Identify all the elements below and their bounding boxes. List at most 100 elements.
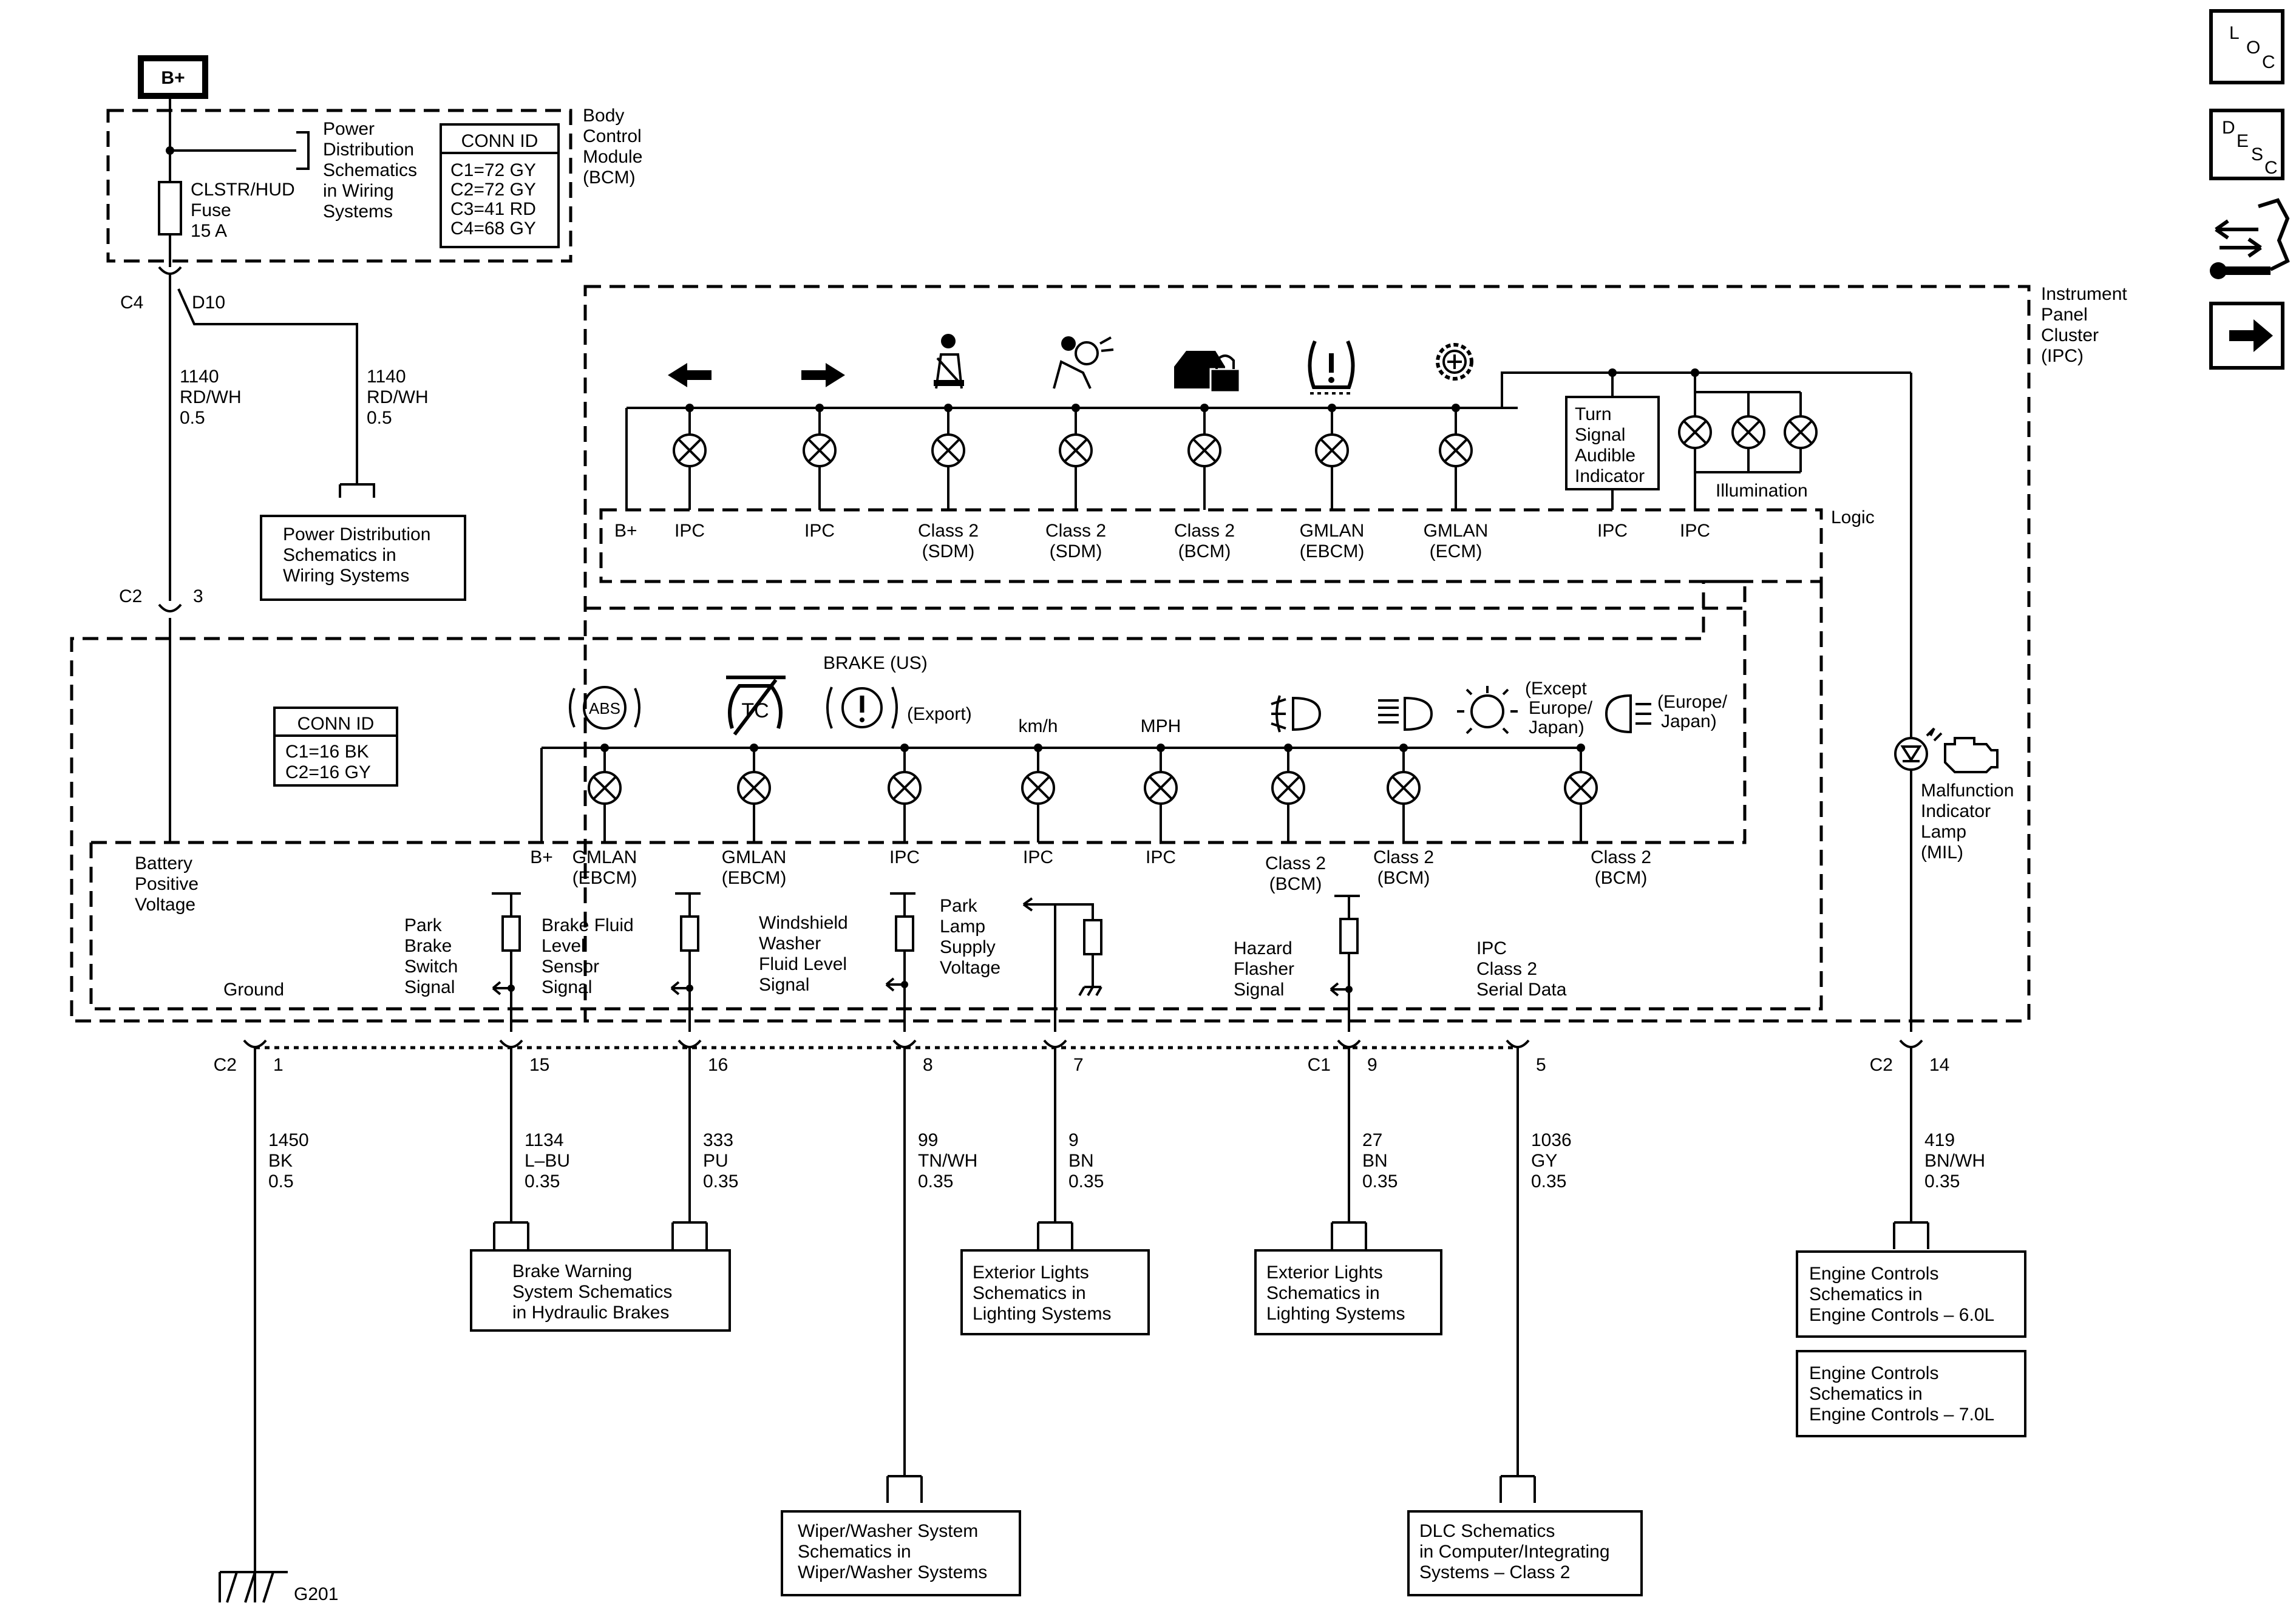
svg-text:Schematics in: Schematics in [973, 1283, 1086, 1303]
svg-text:Switch: Switch [404, 957, 458, 977]
ground-symbol [219, 1571, 288, 1603]
export-label: (Export) [907, 704, 972, 724]
svg-text:9: 9 [1068, 1130, 1079, 1150]
svg-text:GY: GY [1531, 1151, 1557, 1171]
ipc-module-outline [583, 285, 2031, 1023]
svg-text:IPC: IPC [1680, 521, 1710, 541]
svg-text:C1: C1 [1308, 1055, 1331, 1075]
svg-text:Schematics in: Schematics in [798, 1542, 911, 1562]
svg-text:419: 419 [1924, 1130, 1955, 1150]
svg-text:(BCM): (BCM) [1377, 868, 1430, 888]
exterior-lights-schematics-link-2[interactable]: Exterior Lights Schematics in Lighting S… [1254, 1249, 1442, 1335]
lower-indicator-lamp [1021, 744, 1055, 842]
brake-warning-icon [826, 686, 898, 729]
c2-top-label: C2 [119, 586, 142, 606]
svg-text:1036: 1036 [1531, 1130, 1572, 1150]
svg-text:(BCM): (BCM) [583, 168, 636, 188]
svg-text:5: 5 [1536, 1055, 1546, 1075]
upper-indicator-lamp [673, 404, 707, 510]
svg-text:Body: Body [583, 106, 624, 126]
svg-text:O: O [2246, 38, 2260, 58]
svg-text:(Except: (Except [1525, 679, 1587, 699]
lower-pin-label: B+ [530, 847, 553, 867]
airbag-icon [1053, 336, 1114, 389]
svg-text:Malfunction: Malfunction [1921, 781, 2014, 801]
svg-text:Brake Warning: Brake Warning [512, 1261, 632, 1281]
svg-text:ABS: ABS [589, 699, 620, 717]
svg-text:9: 9 [1367, 1055, 1377, 1075]
svg-text:Voltage: Voltage [940, 958, 1000, 978]
svg-text:(ECM): (ECM) [1430, 541, 1483, 561]
upper-indicator-lamp [803, 404, 837, 510]
svg-text:1: 1 [273, 1055, 284, 1075]
svg-text:Fuse: Fuse [191, 200, 231, 220]
svg-text:7: 7 [1073, 1055, 1084, 1075]
svg-text:Lighting Systems: Lighting Systems [973, 1304, 1111, 1324]
fog-lamp-icon [1271, 695, 1322, 733]
svg-text:0.35: 0.35 [1531, 1171, 1566, 1192]
svg-text:Class 2: Class 2 [1045, 521, 1106, 541]
europe-label: (Europe/ Japan) [1657, 692, 1728, 731]
engine-controls-7-0l-link[interactable]: Engine Controls Schematics in Engine Con… [1796, 1350, 2026, 1437]
bcm-module-outline [106, 109, 572, 263]
right-turn-arrow-icon [801, 363, 845, 387]
svg-text:Indicator: Indicator [1921, 801, 1991, 821]
exterior-lights-schematics-link-1[interactable]: Exterior Lights Schematics in Lighting S… [960, 1249, 1150, 1335]
seatbelt-icon [934, 334, 964, 389]
lower-indicator-lamp [888, 744, 922, 842]
brake-fluid-circuit: Brake Fluid Level Sensor Signal [542, 892, 701, 1032]
svg-text:Brake: Brake [404, 936, 452, 956]
svg-text:0.35: 0.35 [918, 1171, 953, 1192]
loc-button[interactable]: L O C [2209, 9, 2284, 84]
svg-text:GMLAN: GMLAN [722, 847, 787, 867]
svg-text:Engine Controls: Engine Controls [1809, 1363, 1938, 1383]
svg-text:DLC Schematics: DLC Schematics [1419, 1521, 1555, 1541]
svg-text:C: C [2264, 158, 2278, 178]
mil-label: Malfunction Indicator Lamp (MIL) [1921, 781, 2014, 863]
svg-text:C1=16 BK: C1=16 BK [285, 742, 369, 762]
svg-text:IPC: IPC [1597, 521, 1628, 541]
upper-pin-label: Class 2(BCM) [1174, 521, 1235, 561]
svg-text:15 A: 15 A [191, 221, 227, 241]
svg-text:GMLAN: GMLAN [572, 847, 637, 867]
upper-indicator-lamp [931, 404, 965, 510]
svg-text:Japan): Japan) [1529, 717, 1584, 737]
next-page-button[interactable] [2209, 302, 2284, 370]
svg-text:Battery: Battery [135, 853, 192, 873]
brake-warning-schematics-link[interactable]: Brake Warning System Schematics in Hydra… [470, 1249, 731, 1332]
upper-pin-label: Class 2(SDM) [918, 521, 979, 561]
svg-text:C3=41 RD: C3=41 RD [450, 199, 536, 219]
svg-text:in Computer/Integrating: in Computer/Integrating [1419, 1542, 1610, 1562]
hazard-flasher-circuit: Hazard Flasher Signal [1234, 895, 1360, 1032]
lower-pin-label: GMLAN(EBCM) [572, 847, 637, 888]
engine-controls-6-0l-link[interactable]: Engine Controls Schematics in Engine Con… [1796, 1250, 2026, 1338]
svg-text:Signal: Signal [404, 977, 455, 997]
svg-text:Japan): Japan) [1661, 711, 1717, 731]
security-vehicle-icon [1174, 351, 1241, 393]
svg-text:333: 333 [703, 1130, 733, 1150]
battery-label: B+ [161, 68, 185, 88]
svg-text:Wiring Systems: Wiring Systems [283, 566, 409, 586]
svg-text:15: 15 [529, 1055, 549, 1075]
diagnostic-tool-icon[interactable] [2210, 198, 2290, 279]
svg-text:RD/WH: RD/WH [367, 387, 429, 407]
illumination-lamp [1784, 392, 1818, 472]
battery-box [138, 55, 208, 99]
svg-text:E: E [2237, 131, 2249, 151]
svg-text:in Wiring: in Wiring [323, 181, 394, 201]
d10-label: D10 [192, 293, 225, 313]
svg-text:0.35: 0.35 [703, 1171, 738, 1192]
upper-pin-label: B+ [614, 521, 637, 541]
svg-text:Distribution: Distribution [323, 140, 414, 160]
wiper-washer-schematics-link[interactable]: Wiper/Washer System Schematics in Wiper/… [781, 1510, 1021, 1596]
svg-text:Park: Park [404, 915, 443, 935]
lower-pin-label: Class 2(BCM) [1265, 853, 1326, 894]
svg-text:99: 99 [918, 1130, 938, 1150]
desc-button[interactable]: D E S C [2209, 109, 2284, 180]
left-turn-arrow-icon [668, 363, 712, 387]
lower-indicator-lamp [1271, 744, 1305, 842]
dlc-schematics-link[interactable]: DLC Schematics in Computer/Integrating S… [1407, 1510, 1643, 1596]
